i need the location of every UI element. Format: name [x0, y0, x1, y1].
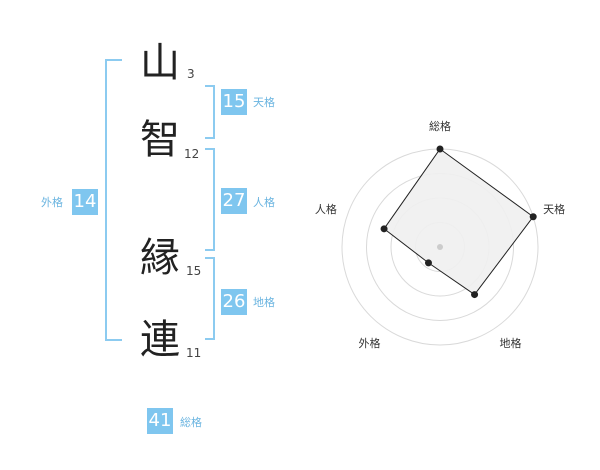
radar-point-3	[471, 291, 479, 299]
chikaku-badge: 26	[221, 289, 247, 315]
soukaku-label: 総格	[180, 416, 202, 429]
tenkaku-badge: 15	[221, 89, 247, 115]
radar-axis-label-1: 総格	[429, 120, 451, 133]
jinkaku-badge: 27	[221, 188, 247, 214]
name-char-2: 智	[140, 117, 180, 163]
stroke-count-3: 15	[186, 264, 202, 278]
stroke-count-2: 12	[184, 147, 200, 161]
radar-axis-label-2: 天格	[543, 202, 566, 216]
gaikaku-bracket	[105, 59, 122, 341]
radar-axis-label-3: 地格	[499, 337, 522, 351]
name-char-4: 連	[140, 317, 180, 363]
gaikaku-label: 外格	[41, 196, 63, 209]
radar-axis-label-5: 人格	[314, 202, 337, 216]
chikaku-bracket	[205, 257, 215, 340]
radar-point-1	[436, 145, 444, 153]
radar-center-point	[437, 244, 443, 250]
name-char-1: 山	[140, 40, 180, 86]
name-char-3: 縁	[140, 235, 180, 281]
soukaku-badge: 41	[147, 408, 173, 434]
gaikaku-badge: 14	[72, 189, 98, 215]
tenkaku-label: 天格	[253, 96, 275, 109]
jinkaku-bracket	[205, 148, 215, 251]
radar-axis-label-4: 外格	[358, 337, 381, 351]
tenkaku-bracket	[205, 85, 215, 139]
stroke-count-1: 3	[187, 67, 195, 81]
stroke-count-4: 11	[186, 346, 202, 360]
jinkaku-label: 人格	[253, 196, 275, 209]
radar-point-4	[424, 259, 432, 267]
radar-area	[383, 148, 534, 296]
chikaku-label: 地格	[253, 296, 275, 309]
radar-point-2	[529, 213, 537, 221]
radar-point-5	[380, 225, 388, 233]
